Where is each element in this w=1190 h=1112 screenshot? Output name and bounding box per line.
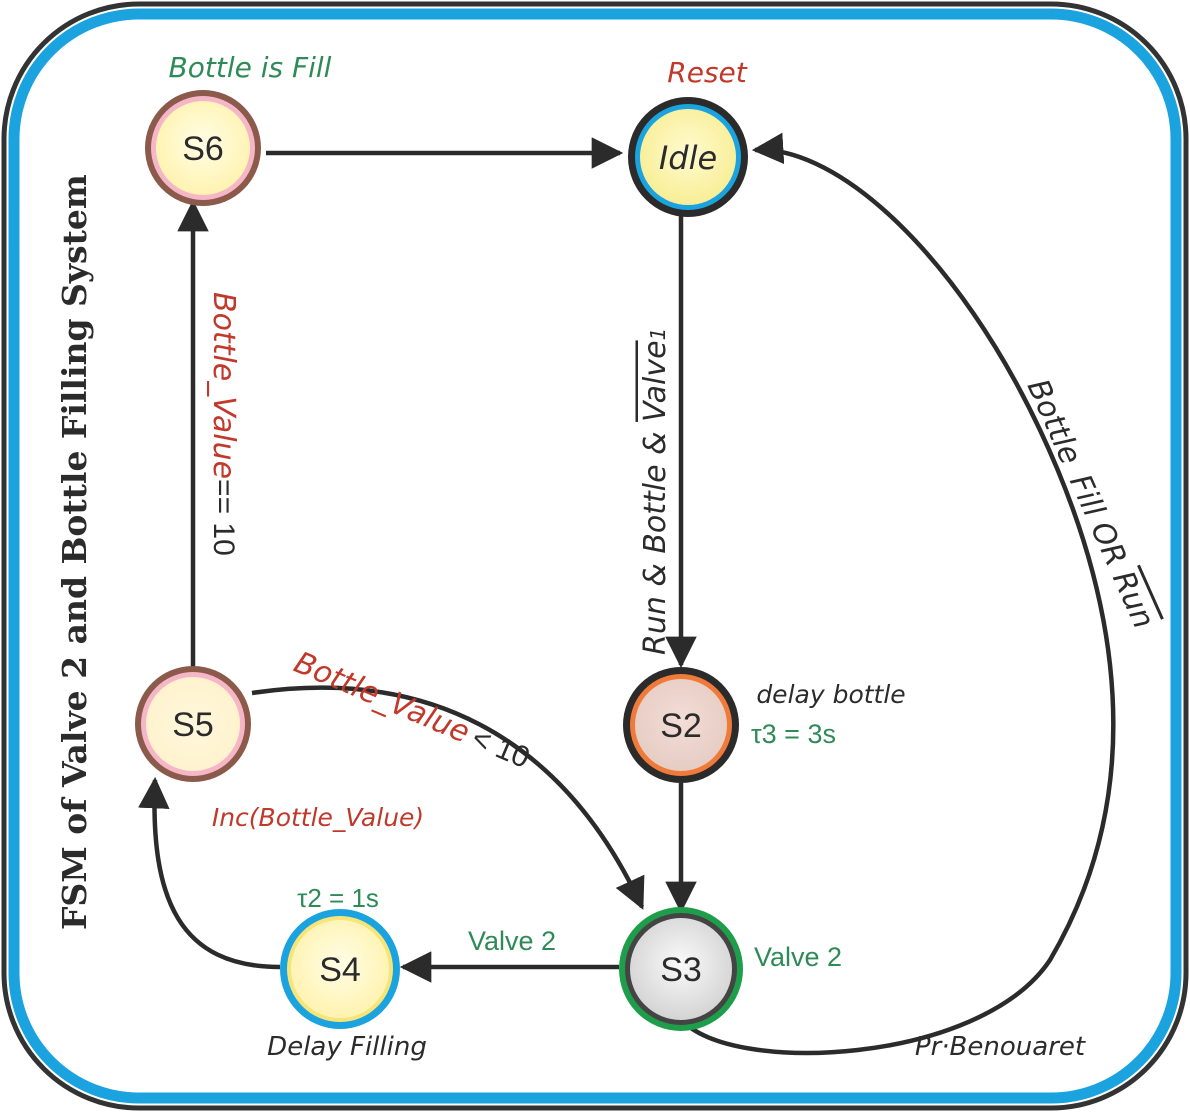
s5-to-s6-red: Bottle_Value: [206, 292, 241, 479]
state-s4[interactable]: S4: [280, 909, 400, 1029]
state-s3-label: S3: [660, 951, 702, 989]
edge-s4-to-s5: [138, 776, 281, 970]
s6-annotation: Bottle is Fill: [169, 51, 332, 84]
state-s5-label: S5: [172, 706, 214, 744]
s4-timer: τ2 = 1s: [297, 883, 379, 913]
edge-s5-to-s3: [251, 685, 645, 910]
s5-to-s6-label: Bottle_Value== 10: [206, 292, 241, 556]
state-s5[interactable]: S5: [135, 666, 251, 782]
state-s2-label: S2: [660, 707, 702, 745]
state-s6[interactable]: S6: [145, 90, 261, 206]
s2-timer: τ3 = 3s: [751, 719, 836, 749]
edge-s3-to-idle: [680, 132, 1116, 1056]
state-idle[interactable]: Idle: [628, 97, 748, 217]
edges: [138, 132, 1116, 1056]
author-credit: Pr·Benouaret: [915, 1032, 1086, 1062]
diagram-title: FSM of Valve 2 and Bottle Filling System: [55, 174, 94, 930]
idle-to-s2-part1: Run & Bottle &: [638, 422, 673, 655]
idle-annotation: Reset: [667, 56, 747, 89]
idle-to-s2-label: Run & Bottle & Valve1: [638, 328, 673, 655]
state-s4-label: S4: [319, 951, 361, 989]
s2-annotation: delay bottle: [756, 680, 905, 709]
s3-annotation: Valve 2: [754, 942, 842, 972]
state-s3[interactable]: S3: [619, 907, 743, 1031]
s5-annotation: Inc(Bottle_Value): [212, 803, 424, 832]
s5-to-s6-black: == 10: [207, 479, 240, 556]
idle-to-s2-valve: Valve: [638, 340, 673, 422]
state-s6-label: S6: [182, 130, 224, 168]
state-s2[interactable]: S2: [623, 667, 739, 783]
s4-annotation: Delay Filling: [267, 1032, 427, 1062]
s3-to-s4-label: Valve 2: [468, 926, 556, 956]
state-idle-label: Idle: [659, 139, 717, 177]
idle-to-s2-one: 1: [646, 328, 670, 341]
